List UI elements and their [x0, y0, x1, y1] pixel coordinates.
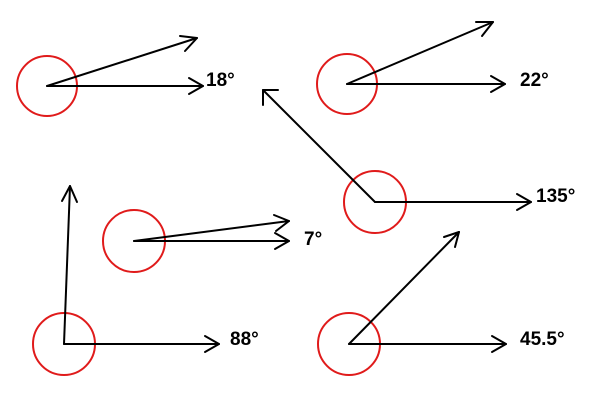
baseline-arrowhead [490, 75, 506, 93]
angle-22-figure: 22° [316, 21, 549, 115]
angled-ray [133, 220, 290, 242]
angle-label: 45.5° [520, 329, 565, 350]
baseline-arrowhead [516, 193, 532, 211]
baseline-arrowhead [491, 335, 507, 353]
angled-ray [46, 37, 198, 87]
angle-45-5-figure: 45.5° [317, 231, 565, 376]
angle-label: 18° [206, 70, 235, 91]
angle-7-figure: 7° [102, 209, 322, 273]
angle-135-figure: 135° [262, 89, 575, 234]
angle-label: 7° [304, 229, 322, 250]
angled-ray [346, 21, 494, 85]
angle-88-figure: 88° [32, 185, 259, 376]
angle-label: 22° [520, 70, 549, 91]
baseline-arrowhead [188, 77, 204, 95]
angled-arrowhead [262, 89, 279, 106]
angled-arrowhead [61, 185, 78, 203]
baseline-arrowhead [274, 232, 290, 250]
angle-label: 135° [536, 186, 575, 207]
angle-18-figure: 18° [16, 35, 235, 117]
angled-arrowhead [179, 35, 198, 52]
angle-label: 88° [230, 329, 259, 350]
angled-ray [63, 185, 71, 345]
angled-arrowhead [443, 231, 460, 248]
angled-arrowhead [475, 21, 494, 37]
angled-ray [348, 231, 460, 345]
angled-arrowhead [273, 214, 290, 232]
angled-ray [262, 89, 376, 203]
baseline-arrowhead [204, 335, 220, 353]
